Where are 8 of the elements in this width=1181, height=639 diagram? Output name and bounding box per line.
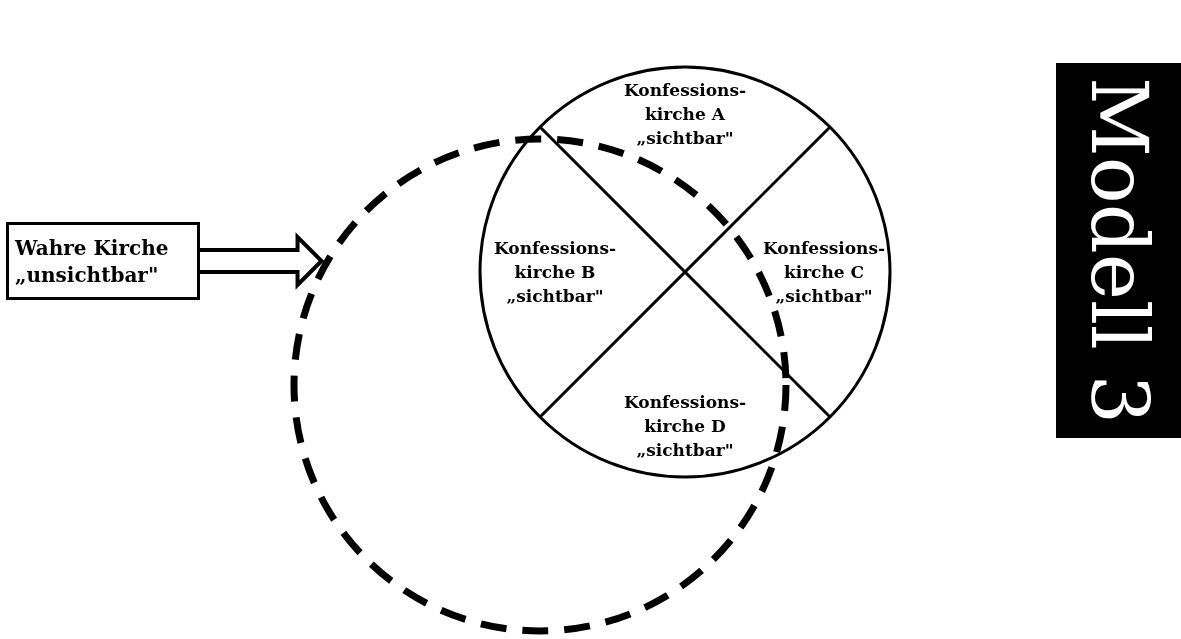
block-arrow <box>198 232 325 290</box>
quadrant-label: Konfessions- kirche D „sichtbar" <box>620 390 750 462</box>
model-label: Modell 3 <box>1056 63 1181 438</box>
box-label: Wahre Kirche „unsichtbar" <box>15 235 170 289</box>
quadrant-label: Konfessions- kirche B „sichtbar" <box>490 236 620 308</box>
quadrant-label: Konfessions- kirche C „sichtbar" <box>760 236 888 308</box>
quadrant-label: Konfessions- kirche A „sichtbar" <box>620 78 750 150</box>
text-box <box>6 222 200 300</box>
